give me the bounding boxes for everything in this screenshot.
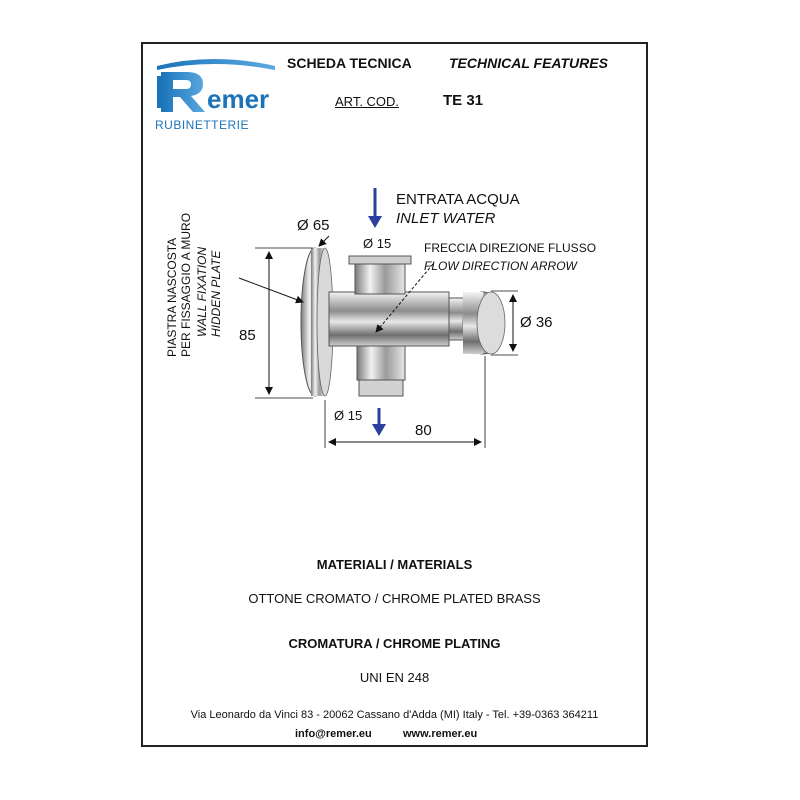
dimension-button-diameter: Ø 36 bbox=[520, 314, 553, 331]
materials-value: OTTONE CROMATO / CHROME PLATED BRASS bbox=[248, 591, 541, 606]
technical-sheet: emer RUBINETTERIE SCHEDA TECNICA TECHNIC… bbox=[141, 42, 648, 747]
inlet-label-english: INLET WATER bbox=[396, 210, 496, 227]
valve-body bbox=[328, 291, 506, 355]
valve-drawing bbox=[238, 188, 518, 448]
remer-logo-mark bbox=[157, 59, 275, 112]
flow-arrow-label-italian: FRECCIA DIREZIONE FLUSSO bbox=[424, 241, 597, 255]
dimension-bottom-diameter: Ø 15 bbox=[334, 408, 363, 423]
materials-title: MATERIALI / MATERIALS bbox=[316, 557, 473, 572]
wall-plate-label-italian-2: PER FISSAGGIO A MURO bbox=[179, 212, 193, 357]
flow-arrow-label-english: FLOW DIRECTION ARROW bbox=[424, 259, 577, 273]
technical-drawing: ENTRATA ACQUA INLET WATER FRECCIA DIREZI… bbox=[143, 174, 646, 474]
title-italian: SCHEDA TECNICA bbox=[287, 55, 412, 71]
title-english: TECHNICAL FEATURES bbox=[449, 55, 608, 71]
wall-plate-label-italian-1: PIASTRA NASCOSTA bbox=[165, 237, 179, 357]
plating-value: UNI EN 248 bbox=[359, 670, 430, 685]
brand-subtitle: RUBINETTERIE bbox=[155, 118, 250, 132]
top-connector bbox=[348, 255, 412, 295]
wall-plate-label-english-1: WALL FIXATION bbox=[195, 246, 209, 337]
art-code-label: ART. COD. bbox=[335, 94, 400, 109]
plating-title: CROMATURA / CHROME PLATING bbox=[288, 636, 501, 651]
dimension-height: 85 bbox=[239, 327, 256, 344]
art-code-value: TE 31 bbox=[443, 92, 484, 109]
inlet-arrow-icon bbox=[368, 188, 382, 228]
brand-name: emer bbox=[207, 84, 270, 114]
company-website: www.remer.eu bbox=[403, 728, 478, 740]
dimension-plate-diameter: Ø 65 bbox=[297, 217, 330, 234]
outlet-arrow-icon bbox=[372, 408, 386, 436]
remer-logo: emer RUBINETTERIE bbox=[153, 56, 281, 136]
company-email: info@remer.eu bbox=[295, 728, 372, 740]
wall-plate-label-english-2: HIDDEN PLATE bbox=[209, 250, 223, 337]
dimension-top-diameter: Ø 15 bbox=[363, 236, 392, 251]
bottom-connector bbox=[356, 345, 406, 397]
inlet-label-italian: ENTRATA ACQUA bbox=[396, 191, 520, 208]
dimension-length: 80 bbox=[415, 422, 432, 439]
wall-plate bbox=[300, 247, 334, 397]
company-address: Via Leonardo da Vinci 83 - 20062 Cassano… bbox=[190, 709, 599, 721]
